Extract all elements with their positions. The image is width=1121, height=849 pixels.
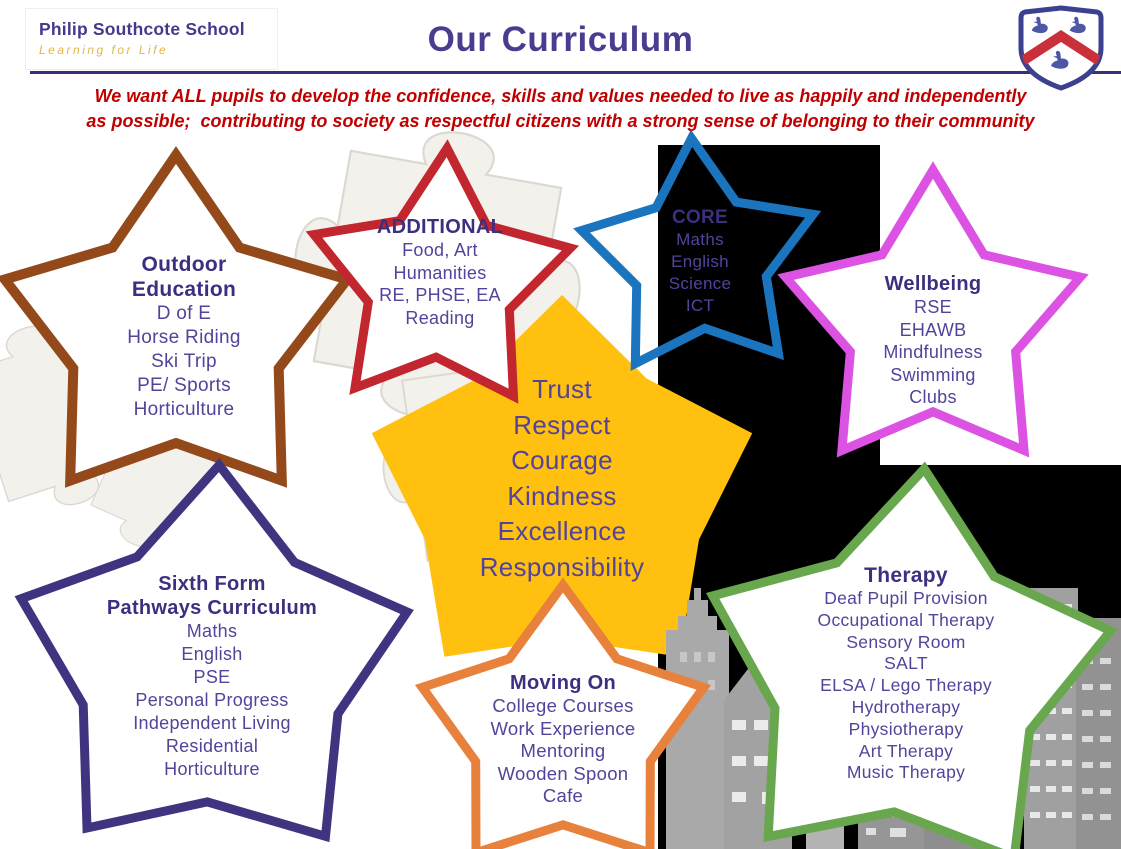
star-item: Independent Living [133, 713, 291, 733]
school-name: Philip Southcote School [39, 19, 245, 39]
star-item: Personal Progress [135, 690, 289, 710]
school-tagline: Learning for Life [39, 43, 169, 57]
star-item: Cafe [542, 785, 584, 806]
mission-line-1: We want ALL pupils to develop the confid… [94, 86, 1027, 106]
crest-shield [1021, 8, 1101, 88]
star-item: Reading [405, 307, 475, 328]
star-item: Maths [186, 621, 238, 641]
star-item: Wooden Spoon [497, 762, 629, 784]
mission-line-2: as possible; contributing to society as … [86, 111, 1035, 131]
page-title: Our Curriculum [427, 20, 694, 59]
star-item: College Courses [492, 695, 634, 716]
puzzle-piece [269, 106, 606, 443]
puzzle-piece [0, 299, 169, 532]
star-item: PE/ Sports [137, 375, 231, 396]
background-black-block [658, 465, 1121, 849]
crest-chevron [1021, 30, 1101, 68]
star-item: Food, Art [402, 240, 478, 260]
star-item: Ski Trip [151, 351, 217, 372]
star-title-line: Outdoor [141, 253, 227, 276]
star-item: Humanities [393, 262, 487, 283]
mission-statement: We want ALL pupils to develop the confid… [0, 84, 1121, 134]
star-item: RE, PHSE, EA [379, 285, 501, 305]
background-black-band [658, 145, 880, 465]
star-item: PSE [193, 667, 231, 687]
puzzle-piece [365, 318, 645, 598]
star-item: Horticulture [164, 759, 260, 779]
star-item: Horse Riding [127, 327, 241, 348]
star-item: D of E [156, 303, 212, 324]
star-item: English [181, 644, 243, 664]
header-divider [30, 71, 1121, 74]
star-item: Mentoring [520, 740, 606, 761]
star-title-line: Moving On [509, 672, 617, 694]
star-title-line: Education [131, 278, 237, 301]
star-item: Residential [165, 736, 259, 756]
puzzle-piece [65, 380, 260, 575]
school-crest-icon [1014, 4, 1108, 94]
star-title-line: Sixth Form [158, 573, 266, 595]
star-title-line: Pathways Curriculum [106, 597, 318, 619]
school-logo: Philip Southcote School Learning for Lif… [25, 8, 278, 70]
star-title-line: ADDITIONAL [376, 216, 504, 238]
star-item: Work Experience [490, 717, 636, 739]
star-item: Horticulture [133, 399, 235, 420]
